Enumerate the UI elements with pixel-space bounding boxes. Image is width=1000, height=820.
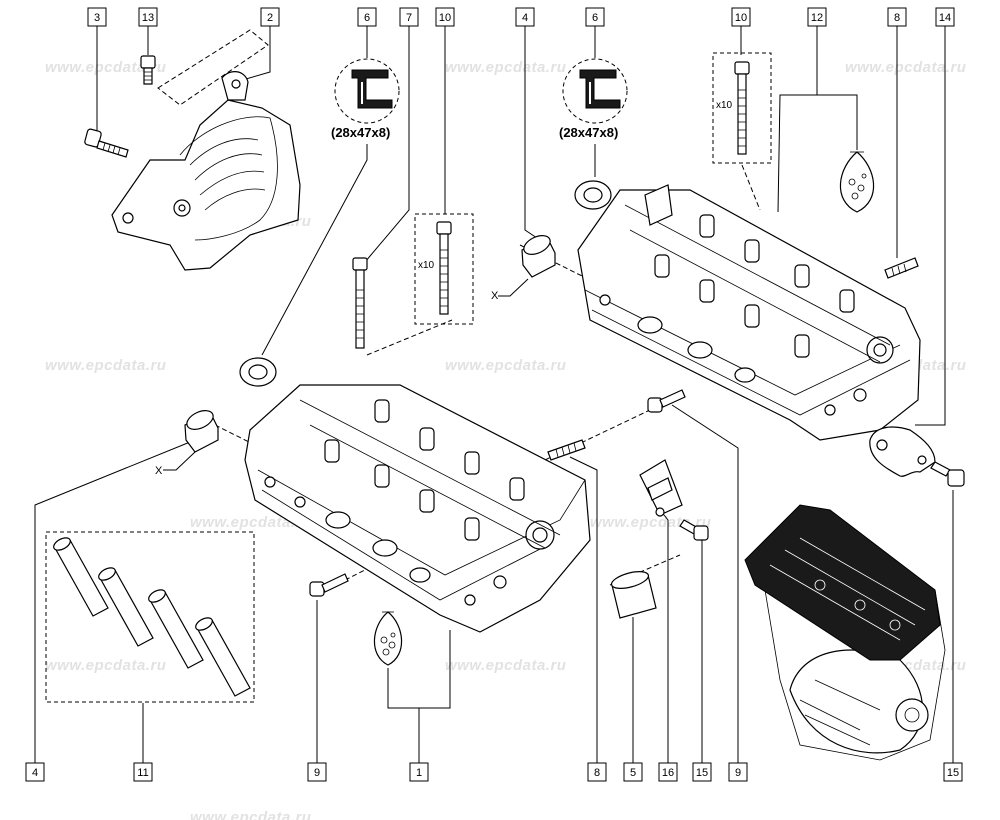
callout-1[interactable]: 1 <box>409 762 429 782</box>
bolt-icon <box>679 519 709 541</box>
svg-text:8: 8 <box>594 767 600 779</box>
callout-10[interactable]: 10 <box>435 7 455 27</box>
svg-text:12: 12 <box>811 12 823 24</box>
callout-11[interactable]: 11 <box>133 762 153 782</box>
watermark: www.epcdata.ru <box>45 59 166 76</box>
cylinder-head-part <box>244 384 591 633</box>
plug-part <box>521 235 556 278</box>
callout-8[interactable]: 8 <box>587 762 607 782</box>
seal-size-label: (28x47x8) <box>331 125 390 140</box>
watermark: www.epcdata.ru <box>190 514 311 531</box>
stud-icon <box>884 257 919 279</box>
engine-locator-image <box>744 504 946 761</box>
callout-7[interactable]: 7 <box>399 7 419 27</box>
watermark: www.epcdata.ru <box>445 357 566 374</box>
watermark: www.epcdata.ru <box>45 357 166 374</box>
bolt-icon <box>436 221 452 315</box>
sleeve-part <box>610 571 657 619</box>
oil-seal-part <box>574 180 612 210</box>
svg-text:4: 4 <box>522 12 528 24</box>
seal-size-label: (28x47x8) <box>559 125 618 140</box>
svg-text:14: 14 <box>939 12 951 24</box>
quantity-label: x10 <box>716 100 733 111</box>
svg-text:10: 10 <box>439 12 451 24</box>
callout-5[interactable]: 5 <box>623 762 643 782</box>
oil-seal-part <box>239 357 277 387</box>
axis-x-label: X <box>491 290 499 302</box>
callout-labels: 3 13 2 6 7 10 4 6 10 12 8 14 4 11 9 1 8 … <box>25 7 963 782</box>
svg-text:10: 10 <box>735 12 747 24</box>
watermark: www.epcdata.ru <box>190 809 311 820</box>
svg-text:9: 9 <box>314 767 320 779</box>
bolt-pack: x10 <box>414 213 474 325</box>
callout-9[interactable]: 9 <box>307 762 327 782</box>
cylinder-head-part <box>577 184 921 441</box>
svg-text:1: 1 <box>416 767 422 779</box>
bolt-icon <box>352 257 368 349</box>
callout-13[interactable]: 13 <box>138 7 158 27</box>
callout-16[interactable]: 16 <box>658 762 678 782</box>
callout-6[interactable]: 6 <box>585 7 605 27</box>
watermark: www.epcdata.ru <box>845 59 966 76</box>
callout-6[interactable]: 6 <box>357 7 377 27</box>
watermark: www.epcdata.ru <box>445 657 566 674</box>
callout-10[interactable]: 10 <box>731 7 751 27</box>
bolt-icon <box>647 389 686 413</box>
callout-4[interactable]: 4 <box>25 762 45 782</box>
callout-14[interactable]: 14 <box>935 7 955 27</box>
callout-8[interactable]: 8 <box>887 7 907 27</box>
svg-text:6: 6 <box>592 12 598 24</box>
bracket-part <box>869 426 936 477</box>
quantity-label: x10 <box>418 260 435 271</box>
svg-text:3: 3 <box>94 12 100 24</box>
svg-text:8: 8 <box>894 12 900 24</box>
bolt-icon <box>734 61 750 155</box>
svg-text:2: 2 <box>267 12 273 24</box>
bolt-icon <box>140 55 156 85</box>
svg-text:9: 9 <box>735 767 741 779</box>
svg-text:13: 13 <box>142 12 154 24</box>
callout-12[interactable]: 12 <box>807 7 827 27</box>
watermark: www.epcdata.ru <box>445 59 566 76</box>
svg-text:15: 15 <box>696 767 708 779</box>
svg-text:15: 15 <box>947 767 959 779</box>
sealant-pouch-icon <box>373 611 403 666</box>
watermark: www.epcdata.ru <box>45 657 166 674</box>
oil-seal-section-icon <box>334 58 400 124</box>
svg-text:6: 6 <box>364 12 370 24</box>
svg-text:16: 16 <box>662 767 674 779</box>
svg-text:5: 5 <box>630 767 636 779</box>
bolt-icon <box>84 128 129 158</box>
callout-2[interactable]: 2 <box>260 7 280 27</box>
sensor-part <box>639 459 683 517</box>
plug-part <box>184 410 219 453</box>
timing-cover-part <box>84 29 301 271</box>
callout-4[interactable]: 4 <box>515 7 535 27</box>
callout-3[interactable]: 3 <box>87 7 107 27</box>
bolt-pack: x10 <box>712 52 772 164</box>
svg-text:4: 4 <box>32 767 38 779</box>
svg-text:11: 11 <box>137 767 148 779</box>
axis-x-label: X <box>155 465 163 477</box>
bolt-icon <box>309 573 349 597</box>
stud-icon <box>547 439 586 461</box>
bolt-icon <box>930 461 965 487</box>
sealant-pouch-icon <box>839 151 875 213</box>
dowel-pin-set <box>45 531 255 703</box>
oil-seal-section-icon <box>562 58 628 124</box>
callout-15[interactable]: 15 <box>692 762 712 782</box>
svg-text:7: 7 <box>406 12 412 24</box>
callout-9[interactable]: 9 <box>728 762 748 782</box>
callout-15[interactable]: 15 <box>943 762 963 782</box>
